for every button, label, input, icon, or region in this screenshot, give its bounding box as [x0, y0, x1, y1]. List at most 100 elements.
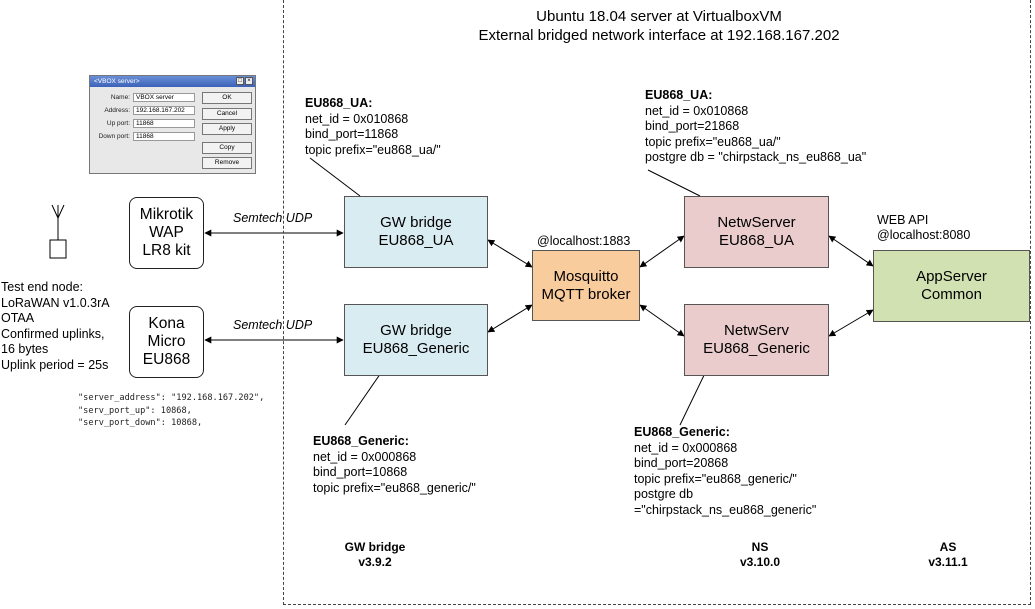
box-label: EU868_Generic [703, 340, 810, 357]
link-gw-ua-mqtt [487, 239, 533, 268]
version-name: GW bridge [344, 540, 406, 554]
dialog-field-address: Address: 192.168.167.202 [94, 105, 195, 115]
netwserver-ua-box: NetwServer EU868_UA [684, 196, 829, 268]
cancel-button[interactable]: Cancel [202, 108, 252, 120]
ok-button[interactable]: OK [202, 92, 252, 104]
version-number: v3.9.2 [358, 555, 392, 569]
field-label: Down port: [98, 132, 130, 140]
note-line: topic prefix="eu868_ua/" [305, 142, 441, 157]
vbox-server-dialog: <VBOX server> □ × Name: VBOX server Addr… [89, 75, 256, 174]
dialog-field-down-port: Down port: 11868 [94, 131, 195, 141]
gw-bridge-ua-box: GW bridge EU868_UA [344, 196, 488, 268]
box-label: NetwServ [723, 322, 790, 339]
box-label: GW bridge [380, 322, 452, 339]
box-label: Common [921, 286, 982, 303]
note-line: OTAA [1, 311, 35, 325]
box-label: GW bridge [380, 214, 452, 231]
apply-button[interactable]: Apply [202, 123, 252, 135]
semtech-udp-label-1: Semtech UDP [233, 211, 313, 225]
box-label: NetwServer [717, 214, 796, 231]
dialog-field-name: Name: VBOX server [94, 92, 195, 102]
note-line: net_id = 0x010868 [645, 103, 749, 118]
dialog-field-up-port: Up port: 11868 [94, 118, 195, 128]
antenna-icon [49, 204, 67, 259]
note-heading: EU868_UA: [645, 88, 713, 102]
field-label: Name: [110, 93, 130, 101]
pointer-ns-ua-note [647, 169, 701, 197]
box-label: EU868_Generic [362, 340, 470, 357]
version-number: v3.10.0 [739, 555, 781, 569]
server-frame [283, 0, 1031, 605]
note-line: net_id = 0x000868 [634, 440, 738, 455]
version-name: AS [939, 540, 957, 554]
note-line: postgre db = "chirpstack_ns_eu868_ua" [645, 150, 867, 164]
note-line: net_id = 0x010868 [305, 111, 409, 126]
config-line: "serv_port_down": 10868, [78, 418, 203, 428]
note-line: Confirmed uplinks, [1, 326, 105, 341]
mikrotik-device: Mikrotik WAP LR8 kit [129, 197, 204, 269]
api-line: @localhost:8080 [877, 228, 971, 242]
box-label: EU868_UA [378, 232, 454, 249]
device-label: WAP [149, 224, 184, 241]
note-line: bind_port=21868 [645, 119, 740, 133]
link-gw-generic-mqtt [487, 304, 533, 333]
maximize-icon[interactable]: □ [236, 77, 244, 85]
pointer-gw-ua-note [309, 157, 361, 197]
pointer-gw-generic-note [344, 366, 386, 426]
down-port-input[interactable]: 11868 [133, 131, 195, 141]
name-input[interactable]: VBOX server [133, 92, 195, 102]
appserver-box: AppServer Common [873, 250, 1030, 322]
close-icon[interactable]: × [245, 77, 253, 85]
note-line: topic prefix="eu868_ua/" [645, 134, 781, 149]
link-ns-ua-as [828, 235, 874, 267]
note-line: net_id = 0x000868 [313, 449, 417, 464]
gw-bridge-generic-box: GW bridge EU868_Generic [344, 304, 488, 376]
netwserv-generic-box: NetwServ EU868_Generic [684, 304, 829, 376]
mqtt-address-label: @localhost:1883 [537, 234, 631, 248]
note-line: topic prefix="eu868_generic/" [313, 480, 476, 495]
version-name: NS [751, 540, 769, 554]
frame-title-line1: Ubuntu 18.04 server at VirtualboxVM [536, 8, 782, 25]
copy-button[interactable]: Copy [202, 142, 252, 154]
note-line: 16 bytes [1, 342, 49, 356]
note-line: bind_port=20868 [634, 456, 729, 470]
frame-title: Ubuntu 18.04 server at VirtualboxVM Exte… [283, 7, 1035, 45]
device-label: Micro [147, 333, 186, 350]
api-line: WEB API [877, 213, 929, 227]
box-label: Mosquitto [553, 267, 619, 285]
note-line: bind_port=11868 [305, 127, 399, 141]
note-line: postgre db [634, 487, 694, 501]
field-label: Up port: [106, 119, 130, 127]
field-label: Address: [104, 106, 130, 114]
up-port-input[interactable]: 11868 [133, 118, 195, 128]
device-label: Mikrotik [139, 206, 194, 223]
address-input[interactable]: 192.168.167.202 [133, 105, 195, 115]
note-heading: EU868_Generic: [313, 434, 409, 448]
note-heading: EU868_Generic: [634, 425, 730, 439]
config-line: "serv_port_up": 10868, [78, 405, 192, 416]
frame-title-line2: External bridged network interface at 19… [478, 27, 840, 44]
version-number: v3.11.1 [928, 555, 968, 569]
web-api-label: WEB API@localhost:8080 [877, 213, 970, 243]
note-line: ="chirpstack_ns_eu868_generic" [634, 502, 817, 517]
mosquitto-box: Mosquitto MQTT broker [532, 250, 640, 321]
box-label: EU868_UA [718, 232, 795, 249]
note-line: Uplink period = 25s [1, 357, 109, 372]
box-label: MQTT broker [541, 285, 631, 303]
config-line: "server_address": "192.168.167.202", [78, 393, 265, 403]
remove-button[interactable]: Remove [202, 157, 252, 169]
dialog-title: <VBOX server> [94, 78, 140, 85]
dialog-titlebar: <VBOX server> □ × [90, 76, 255, 87]
pointer-ns-generic-note [679, 366, 709, 426]
link-mqtt-ns-ua [639, 235, 685, 268]
kona-config: "server_address": "192.168.167.202", "ser… [78, 392, 264, 430]
link-ns-generic-as [828, 309, 874, 337]
note-line: Test end node: [1, 280, 84, 294]
